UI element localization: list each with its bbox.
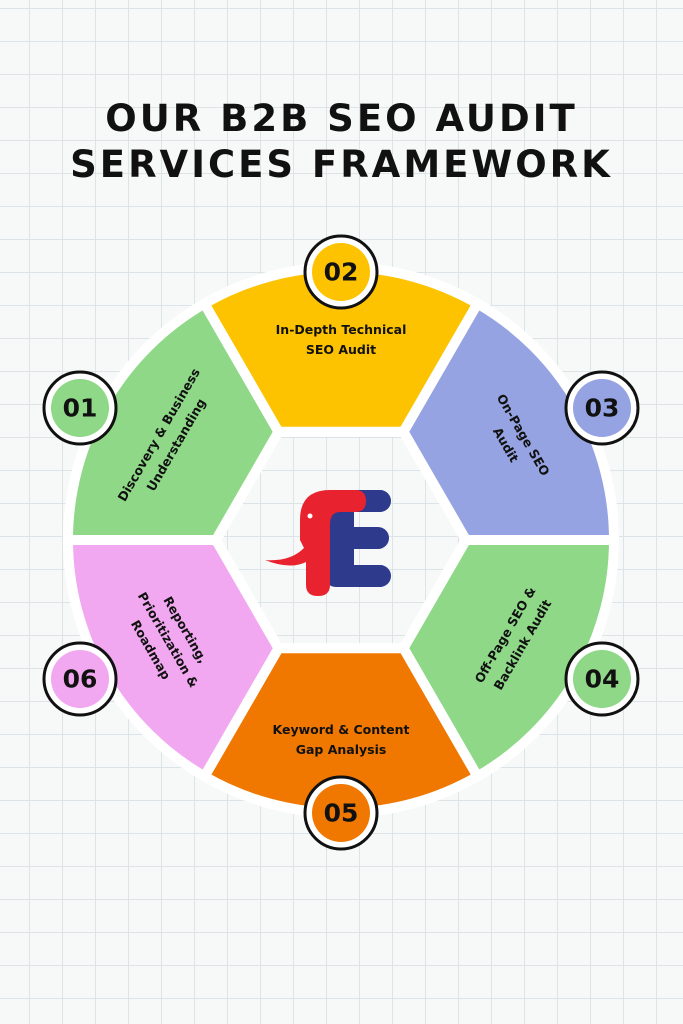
page-title: OUR B2B SEO AUDIT SERVICES FRAMEWORK bbox=[0, 96, 683, 188]
logo-elephant-eye bbox=[307, 513, 313, 519]
step-badge-06: 06 bbox=[42, 641, 118, 717]
segment-label-line: SEO Audit bbox=[306, 342, 376, 357]
step-number: 01 bbox=[63, 394, 98, 423]
step-badge-05: 05 bbox=[303, 775, 379, 851]
elephant-e-logo bbox=[265, 490, 391, 596]
logo-elephant bbox=[265, 490, 366, 596]
segment-label-line: Gap Analysis bbox=[296, 742, 387, 757]
segment-label-line: In-Depth Technical bbox=[276, 322, 407, 337]
step-badge-02: 02 bbox=[303, 234, 379, 310]
step-badge-04: 04 bbox=[564, 641, 640, 717]
step-badge-01: 01 bbox=[42, 370, 118, 446]
title-line-1: OUR B2B SEO AUDIT bbox=[105, 97, 578, 140]
step-number: 05 bbox=[324, 799, 359, 828]
step-badge-03: 03 bbox=[564, 370, 640, 446]
step-number: 04 bbox=[585, 665, 620, 694]
step-number: 02 bbox=[324, 258, 359, 287]
step-number: 06 bbox=[63, 665, 98, 694]
title-line-2: SERVICES FRAMEWORK bbox=[70, 143, 613, 186]
segment-label-line: Keyword & Content bbox=[273, 722, 410, 737]
step-number: 03 bbox=[585, 394, 620, 423]
